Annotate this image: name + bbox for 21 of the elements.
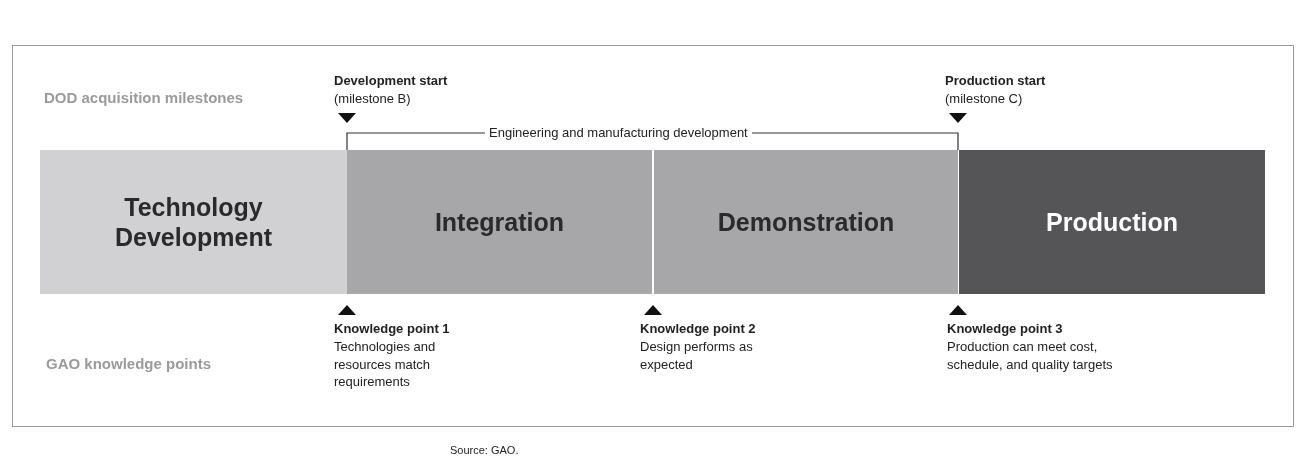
- milestone-heading: Knowledge point 1: [334, 320, 450, 338]
- phase-block: [40, 150, 347, 294]
- milestone-heading: Production start: [945, 72, 1046, 90]
- row-label: DOD acquisition milestones: [44, 88, 244, 108]
- phase-block: [347, 150, 652, 294]
- milestone-heading: Development start: [334, 72, 448, 90]
- phase-title: Technology Development: [114, 192, 273, 252]
- phase-title: Integration: [434, 207, 565, 237]
- phase-block: [959, 150, 1265, 294]
- milestone-note: Production can meet cost, schedule, and quality targets: [947, 338, 1114, 374]
- milestone-note: (milestone C): [945, 90, 1023, 108]
- phase-title: Production: [1046, 207, 1178, 237]
- phase-block: [654, 150, 958, 294]
- row-label: GAO knowledge points: [46, 354, 211, 374]
- milestone-note: Design performs as expected: [640, 338, 754, 374]
- milestone-heading: Knowledge point 3: [947, 320, 1063, 338]
- milestone-note: (milestone B): [334, 90, 411, 108]
- phase-title: Demonstration: [717, 207, 895, 237]
- source-note: Source: GAO.: [450, 443, 519, 458]
- milestone-note: Technologies and resources match requirements: [334, 338, 437, 391]
- milestone-heading: Knowledge point 2: [640, 320, 756, 338]
